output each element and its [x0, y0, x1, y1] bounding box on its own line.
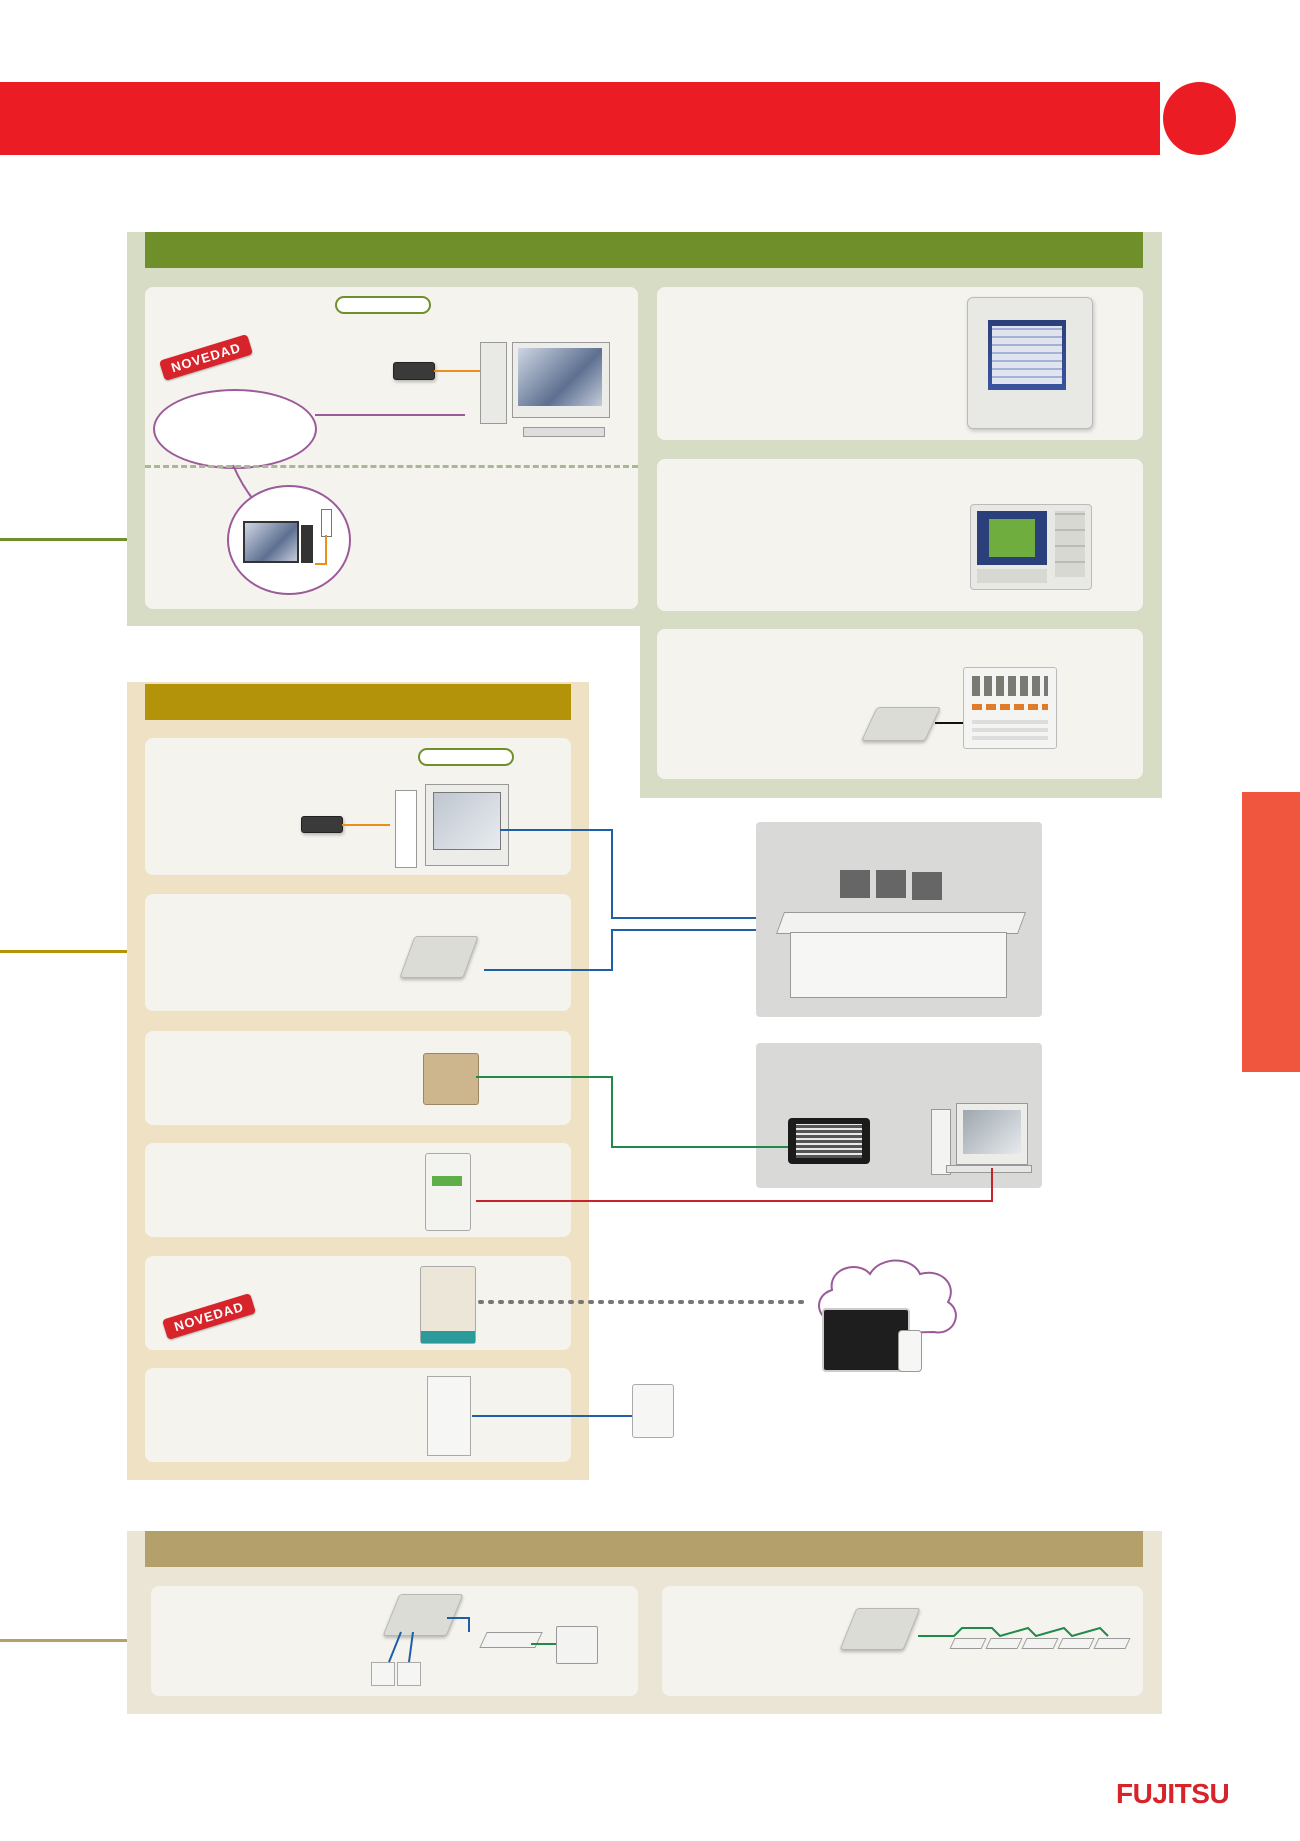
- section1-connector: [0, 538, 127, 541]
- remote-controller-icon: [397, 1662, 421, 1686]
- header-circle: [1163, 82, 1236, 155]
- central-remote-icon: [970, 504, 1092, 590]
- multi-unit-wiring: [918, 1626, 1109, 1638]
- din-module-icon: [425, 1153, 471, 1231]
- dashed-divider: [145, 465, 638, 468]
- label-pill: [335, 296, 431, 314]
- bms-screen-panel: [756, 1043, 1042, 1188]
- wall-module-icon: [427, 1376, 471, 1456]
- remote-device-wire: [315, 535, 327, 565]
- panel-knx-interface: [145, 1143, 571, 1237]
- tablet-icon: [788, 1118, 870, 1164]
- section2-connector: [0, 950, 127, 953]
- monitor-icon: [425, 784, 509, 866]
- remote-circle: [227, 485, 351, 595]
- smartphone-icon: [898, 1330, 922, 1372]
- group-wiring: [388, 1617, 556, 1663]
- gateway-wire: [434, 370, 482, 372]
- indoor-unit-icon: [1021, 1638, 1059, 1649]
- section2-header-bar: [145, 684, 571, 720]
- laptop-tablet-icon: [822, 1308, 910, 1372]
- remote-controller-icon: [371, 1662, 395, 1686]
- bms-console-panel: [756, 822, 1042, 1017]
- remote-monitor-icon: [243, 521, 299, 563]
- keypad-wire: [935, 722, 963, 724]
- touch-panel-icon: [967, 297, 1093, 429]
- bms-console-icon: [775, 870, 1027, 1004]
- section3-header-bar: [145, 1531, 1143, 1567]
- keypad-icon: [963, 667, 1057, 749]
- indoor-unit-icon: [985, 1638, 1023, 1649]
- indoor-unit-icon: [1057, 1638, 1095, 1649]
- desktop-computer-icon: [395, 790, 417, 868]
- monitor-icon: [956, 1103, 1028, 1165]
- desktop-computer-icon: [480, 342, 507, 424]
- panel-bms-gateway: [145, 894, 571, 1011]
- side-tab[interactable]: [1242, 792, 1300, 1072]
- gateway-wire: [342, 824, 390, 826]
- panel-cloud-interface: NOVEDAD: [145, 1256, 571, 1350]
- indoor-unit-icon: [1093, 1638, 1131, 1649]
- wireless-receiver-icon: [632, 1384, 674, 1438]
- network-link-line: [315, 414, 465, 416]
- brand-logo: FUJITSU: [1116, 1778, 1230, 1809]
- header-bar: [0, 82, 1160, 155]
- section3-connector: [0, 1639, 127, 1642]
- desktop-computer-icon: [931, 1109, 951, 1175]
- section1-header-bar: [145, 232, 1143, 268]
- monitor-icon: [512, 342, 610, 418]
- remote-tower-icon: [301, 525, 313, 563]
- keyboard-icon: [523, 427, 605, 437]
- wifi-module-icon: [420, 1266, 476, 1344]
- panel-central-remote: [657, 459, 1143, 611]
- label-pill: [418, 748, 514, 766]
- panel-bms-software: [145, 738, 571, 875]
- panel-keypad-controller: [657, 629, 1143, 779]
- panel-group-control: [151, 1586, 638, 1696]
- panel-touch-controller: [657, 287, 1143, 440]
- keyboard-icon: [946, 1165, 1032, 1173]
- panel-multi-unit-control: [662, 1586, 1143, 1696]
- interface-module-icon: [423, 1053, 479, 1105]
- indoor-unit-icon: [949, 1638, 987, 1649]
- outdoor-unit-icon: [556, 1626, 598, 1664]
- panel-software-control: NOVEDAD: [145, 287, 638, 609]
